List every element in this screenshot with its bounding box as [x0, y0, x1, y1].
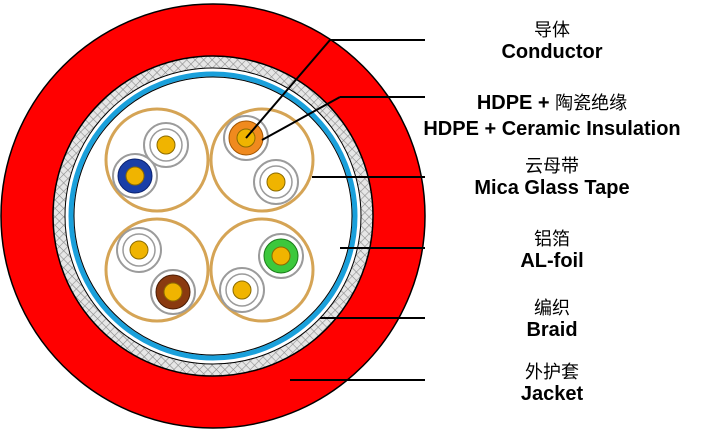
label-braid-en: Braid [526, 319, 578, 341]
label-insulation-line1-en: HDPE + [476, 92, 556, 114]
label-mica: 云母带 Mica Glass Tape [402, 156, 702, 199]
label-mica-en: Mica Glass Tape [474, 177, 630, 199]
al-foil-layer [68, 71, 358, 361]
label-insulation-line2: HDPE + Ceramic Insulation [423, 118, 681, 140]
label-jacket-en: Jacket [520, 383, 584, 405]
label-braid-cn: 编织 [534, 298, 570, 319]
label-foil-en: AL-foil [520, 250, 584, 272]
label-foil: 铝箔 AL-foil [402, 229, 702, 272]
label-braid: 编织 Braid [402, 298, 702, 341]
label-insulation-line1: HDPE + 陶瓷绝缘 [402, 93, 702, 113]
leader-line-conductor [245, 39, 331, 139]
leader-line-insulation [261, 96, 341, 141]
label-conductor-cn: 导体 [534, 20, 570, 41]
label-conductor: 导体 Conductor [402, 20, 702, 63]
label-mica-cn: 云母带 [525, 156, 579, 177]
core-area [73, 76, 353, 356]
label-jacket: 外护套 Jacket [402, 362, 702, 405]
pair-group-bottom-right [209, 217, 315, 323]
label-foil-cn: 铝箔 [534, 229, 570, 250]
label-insulation: HDPE + 陶瓷绝缘 HDPE + Ceramic Insulation [402, 93, 702, 139]
label-conductor-en: Conductor [501, 41, 603, 63]
pair-group-bottom-left [104, 217, 210, 323]
pair-group-top-right [209, 107, 315, 213]
label-insulation-line1-cn: 陶瓷绝缘 [555, 93, 628, 114]
label-jacket-cn: 外护套 [525, 362, 579, 383]
pair-group-top-left [104, 107, 210, 213]
